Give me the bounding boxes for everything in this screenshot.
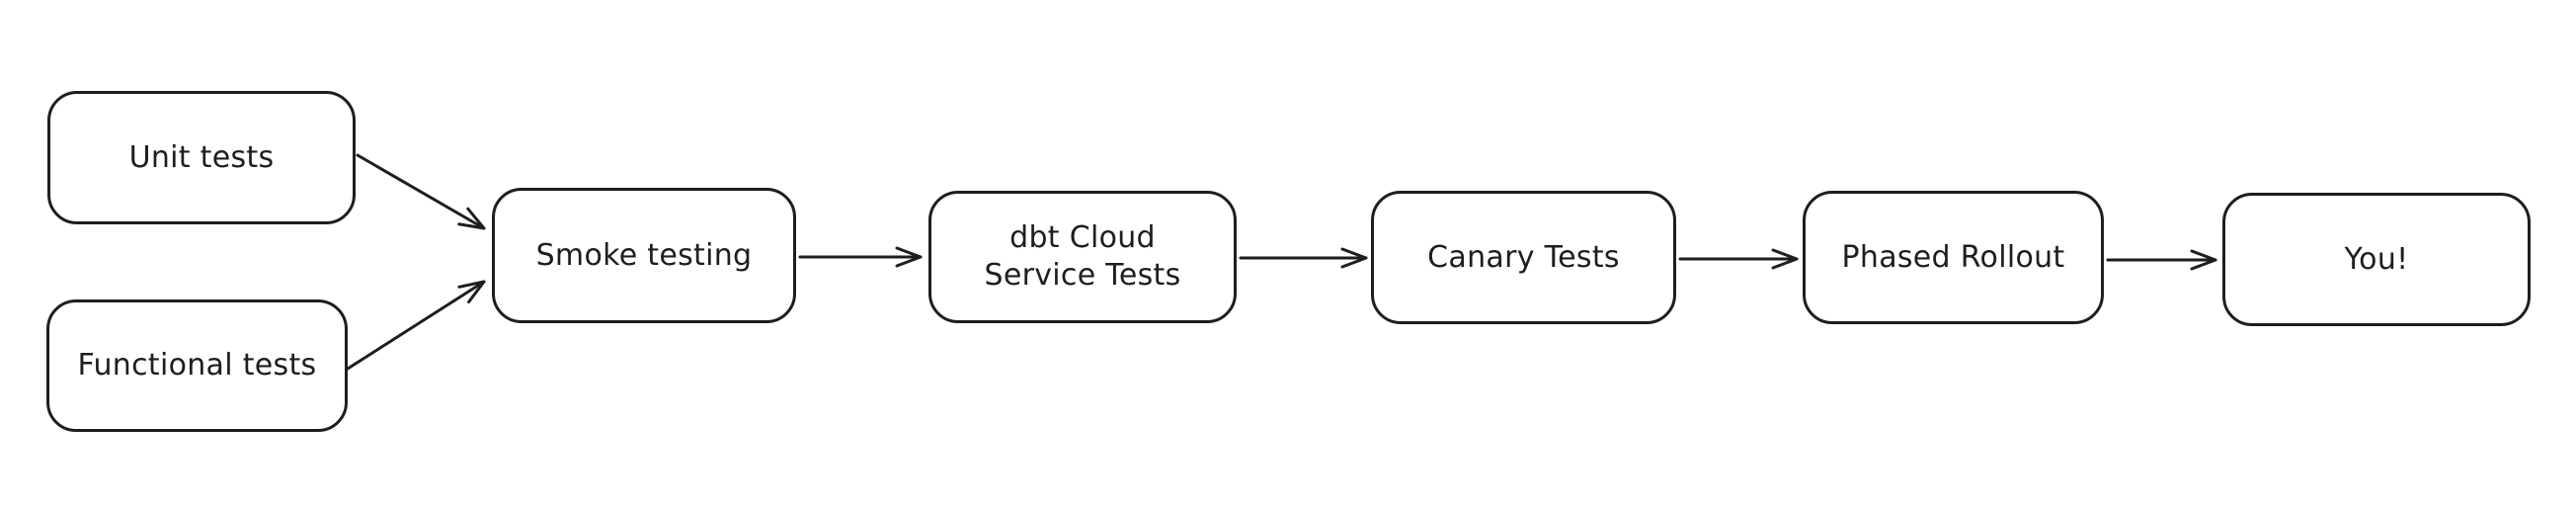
node-you-label: You! <box>2344 241 2409 277</box>
node-phased-rollout-label: Phased Rollout <box>1841 239 2065 275</box>
node-phased-rollout: Phased Rollout <box>1803 191 2104 324</box>
edge-functional-tests-to-smoke-testing <box>346 280 486 371</box>
edge-unit-tests-to-smoke-testing <box>356 153 486 230</box>
node-functional-tests-label: Functional tests <box>77 348 317 382</box>
node-canary-tests-label: Canary Tests <box>1427 239 1620 275</box>
node-you: You! <box>2222 193 2531 326</box>
node-dbt-cloud-service-tests-label-line2: Service Tests <box>984 258 1181 293</box>
node-dbt-cloud-service-tests-label-line1: dbt Cloud <box>1009 220 1156 255</box>
node-functional-tests: Functional tests <box>46 299 348 432</box>
node-smoke-testing-label: Smoke testing <box>535 237 753 273</box>
node-canary-tests: Canary Tests <box>1371 191 1676 324</box>
node-smoke-testing: Smoke testing <box>492 188 796 323</box>
node-unit-tests-label: Unit tests <box>128 139 275 175</box>
node-dbt-cloud-service-tests: dbt Cloud Service Tests <box>928 191 1237 323</box>
node-unit-tests: Unit tests <box>47 91 356 224</box>
